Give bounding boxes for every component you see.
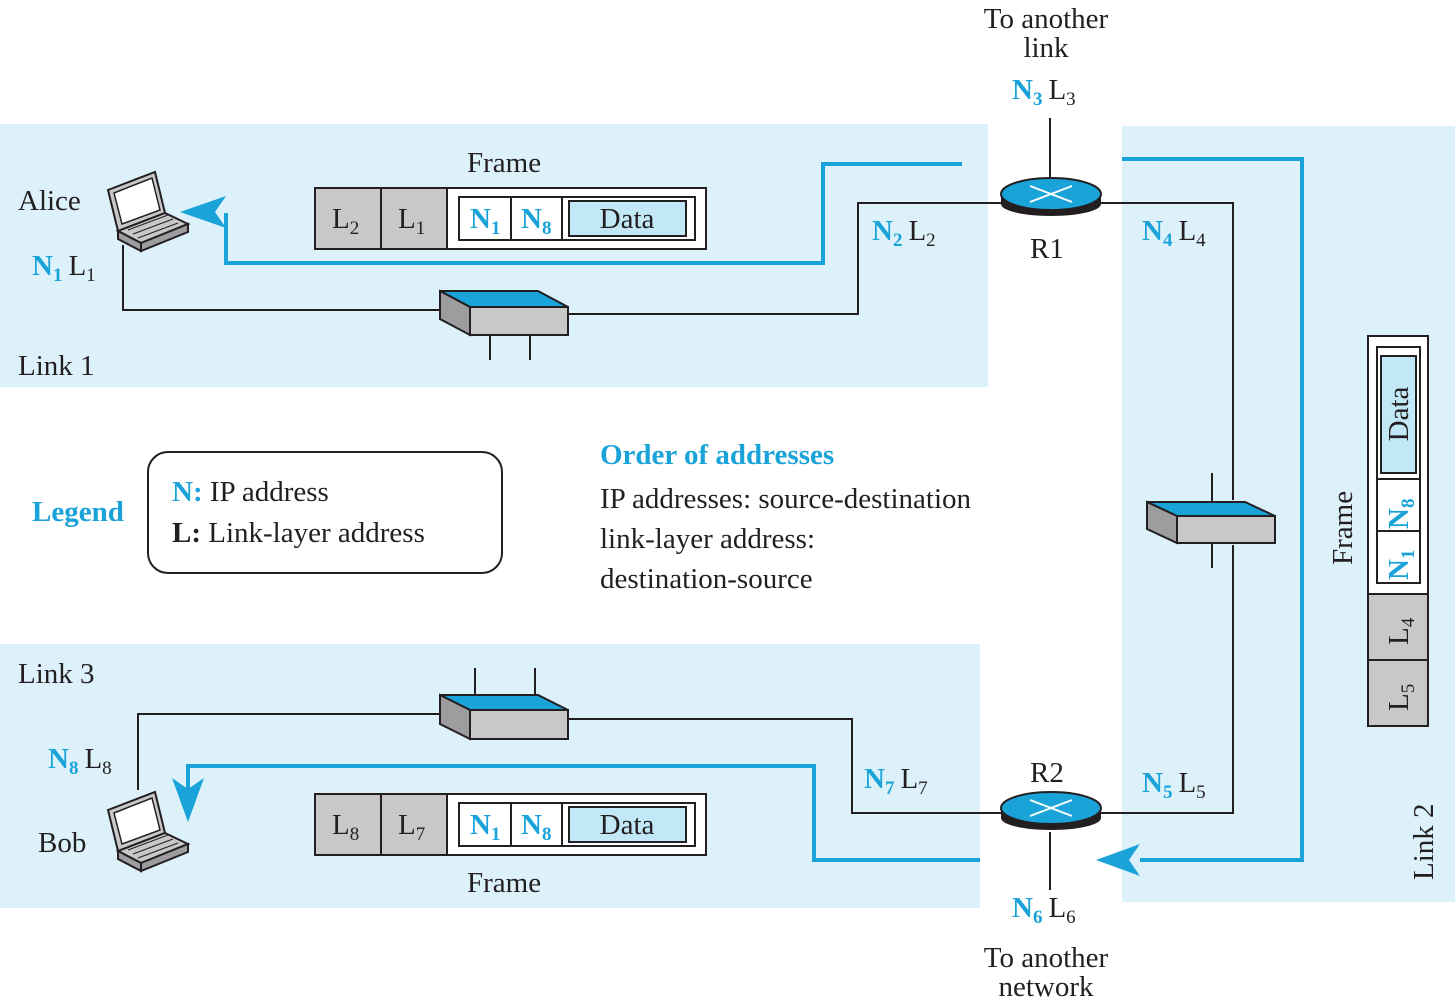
laptop-bob-icon	[106, 790, 191, 873]
frame3-data: Data	[600, 809, 655, 841]
frame3-src-ip: N1	[470, 809, 500, 845]
frame2-dst-ip: N8	[1383, 499, 1419, 529]
legend-box	[147, 451, 503, 574]
link1-label: Link 1	[18, 350, 95, 382]
frame1: L2 L1 N1 N8 Data	[314, 187, 707, 250]
path-arrow-bob	[172, 778, 204, 822]
hub-link2	[1146, 500, 1276, 545]
frame1-src-ip: N1	[470, 203, 500, 239]
order-title: Order of addresses	[600, 439, 834, 471]
legend-n-entry: N: IP address	[172, 476, 329, 508]
order-line3: destination-source	[600, 563, 813, 595]
external-bottom-line2: network	[998, 971, 1094, 1003]
frame3-dst-ip: N8	[521, 809, 551, 845]
frame2-src-mac: L4	[1383, 617, 1419, 645]
external-top-line2: link	[1023, 32, 1069, 64]
path-link1	[224, 162, 962, 265]
link3-label: Link 3	[18, 658, 95, 690]
host-bob-label: Bob	[38, 827, 86, 859]
router-r2-icon	[1000, 791, 1102, 830]
frame1-dst-mac: L2	[332, 203, 359, 239]
external-bottom-line1: To another	[984, 942, 1109, 974]
router-r2-label: R2	[1030, 757, 1064, 789]
frame3: L8 L7 N1 N8 Data	[314, 793, 707, 856]
frame1-src-mac: L1	[398, 203, 425, 239]
frame1-data: Data	[600, 203, 655, 235]
host-alice-label: Alice	[18, 185, 81, 217]
path-link3	[186, 764, 980, 862]
path-arrow-r2	[1096, 844, 1140, 876]
router-r1-icon	[1000, 177, 1102, 216]
order-line1: IP addresses: source-destination	[600, 483, 971, 515]
router-r1-label: R1	[1030, 233, 1064, 265]
link2-label: Link 2	[1408, 803, 1440, 880]
frame2-src-ip: N1	[1383, 550, 1419, 580]
path-arrow-alice	[180, 196, 226, 228]
legend-l-entry: L: Link-layer address	[172, 517, 425, 549]
frame2-data: Data	[1383, 387, 1415, 442]
legend-title: Legend	[32, 496, 124, 528]
frame3-src-mac: L7	[398, 809, 425, 845]
frame3-dst-mac: L8	[332, 809, 359, 845]
order-line2: link-layer address:	[600, 523, 815, 555]
frame2: Data N8 N1 L4 L5	[1367, 335, 1429, 727]
frame1-dst-ip: N8	[521, 203, 551, 239]
frame2-dst-mac: L5	[1383, 684, 1419, 711]
path-link2	[1122, 157, 1304, 862]
hub-link3	[439, 693, 569, 741]
external-top-line1: To another	[984, 3, 1109, 35]
frame3-label: Frame	[467, 867, 541, 899]
link3-panel	[0, 644, 980, 908]
link3-wires	[137, 668, 1002, 814]
link1-wires	[122, 202, 1002, 360]
link2-wires	[1100, 202, 1234, 814]
hub-link1	[439, 289, 569, 337]
frame1-label: Frame	[467, 147, 541, 179]
laptop-alice-icon	[106, 170, 191, 253]
frame2-label: Frame	[1327, 491, 1359, 565]
